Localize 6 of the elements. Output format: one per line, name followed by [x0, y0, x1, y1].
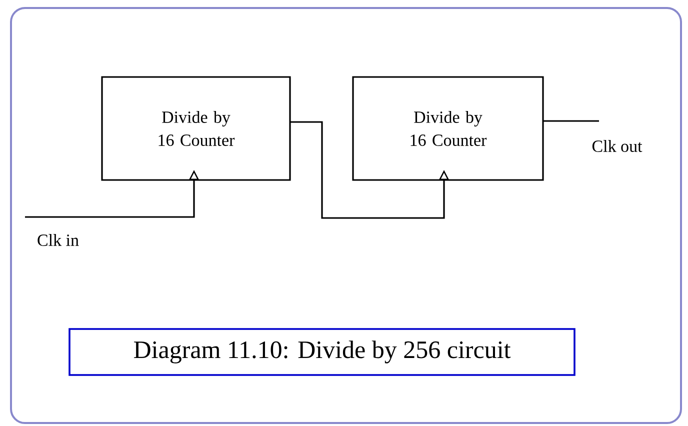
caption-box: Diagram 11.10: Divide by 256 circuit [68, 328, 576, 376]
signal-label: Clk in [38, 234, 79, 246]
counter-box: Divide by 16 Counter [101, 76, 291, 181]
signal-label: Clk out [592, 140, 642, 152]
wire [543, 120, 599, 122]
counter-box: Divide by 16 Counter [352, 76, 544, 181]
